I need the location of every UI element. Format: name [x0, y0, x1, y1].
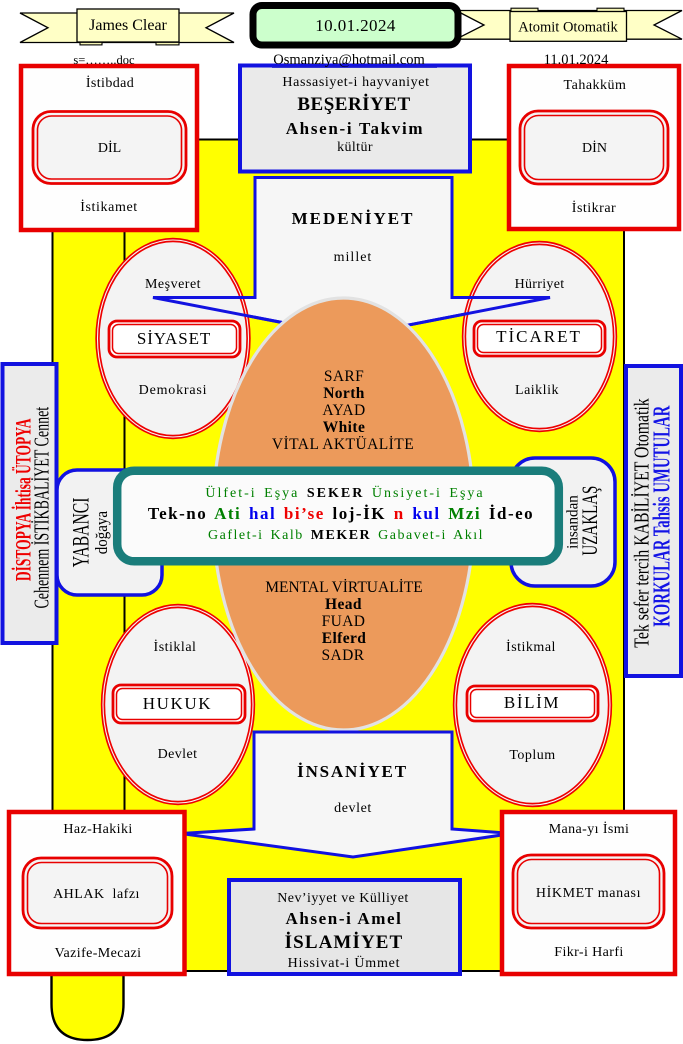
svg-text:millet: millet — [334, 250, 373, 265]
svg-text:MENTAL VİRTUALİTE: MENTAL VİRTUALİTE — [265, 579, 423, 596]
svg-text:AHLAK lafzı: AHLAK lafzı — [53, 887, 140, 902]
svg-text:s=……..doc: s=……..doc — [73, 53, 135, 67]
svg-text:Toplum: Toplum — [509, 748, 555, 763]
svg-text:insandan: insandan — [564, 495, 581, 549]
svg-text:Osmanziya@hotmail.com: Osmanziya@hotmail.com — [273, 52, 425, 68]
svg-text:BEŞERİYET: BEŞERİYET — [297, 94, 410, 115]
svg-text:Hürriyet: Hürriyet — [515, 277, 565, 292]
svg-text:AYAD: AYAD — [322, 402, 365, 419]
svg-text:Head: Head — [325, 596, 362, 613]
svg-text:10.01.2024: 10.01.2024 — [315, 16, 396, 35]
svg-text:Tek-no Ati hal bi’se loj-İK n: Tek-no Ati hal bi’se loj-İK n kul Mzi İd… — [148, 504, 534, 523]
svg-text:doğaya: doğaya — [93, 511, 111, 554]
svg-text:HİKMET manası: HİKMET manası — [536, 885, 641, 901]
svg-text:Haz-Hakiki: Haz-Hakiki — [63, 822, 132, 837]
svg-text:devlet: devlet — [334, 801, 372, 816]
svg-text:Ahsen-i Amel: Ahsen-i Amel — [286, 909, 403, 928]
svg-text:YABANCI: YABANCI — [69, 498, 95, 568]
svg-text:TİCARET: TİCARET — [496, 327, 582, 346]
svg-text:Devlet: Devlet — [158, 747, 198, 762]
svg-text:Demokrasi: Demokrasi — [139, 383, 208, 398]
svg-text:FUAD: FUAD — [322, 613, 366, 630]
svg-text:İSLAMİYET: İSLAMİYET — [285, 932, 404, 953]
svg-text:UZAKLAŞ: UZAKLAŞ — [578, 486, 603, 556]
svg-text:İstikmal: İstikmal — [506, 639, 556, 655]
svg-text:DİN: DİN — [582, 140, 607, 156]
svg-text:Tek sefer tercih KABİLİYET Oto: Tek sefer tercih KABİLİYET Otomatik — [630, 398, 654, 648]
svg-text:MEDENİYET: MEDENİYET — [292, 209, 415, 228]
svg-text:Atomit Otomatik: Atomit Otomatik — [518, 20, 618, 36]
svg-text:Nev’iyyet ve Külliyet: Nev’iyyet ve Külliyet — [277, 891, 409, 906]
svg-text:Cehennem İSTİKBALİYET Cennet: Cehennem İSTİKBALİYET Cennet — [30, 407, 54, 609]
svg-text:kültür: kültür — [337, 140, 373, 155]
svg-text:SİYASET: SİYASET — [137, 329, 211, 348]
svg-text:VİTAL AKTÜALİTE: VİTAL AKTÜALİTE — [272, 436, 414, 453]
svg-text:Laiklik: Laiklik — [515, 383, 559, 398]
svg-text:İstibdad: İstibdad — [86, 75, 134, 91]
svg-text:Tahakküm: Tahakküm — [564, 78, 627, 93]
svg-text:Mana-yı İsmi: Mana-yı İsmi — [549, 821, 630, 837]
svg-text:İNSANİYET: İNSANİYET — [297, 762, 408, 781]
svg-text:İstikrar: İstikrar — [572, 200, 616, 216]
svg-text:DİL: DİL — [98, 140, 121, 156]
svg-text:Fikr-i Harfi: Fikr-i Harfi — [554, 945, 623, 960]
svg-text:Hassasiyet-i hayvaniyet: Hassasiyet-i hayvaniyet — [282, 75, 429, 90]
svg-text:SADR: SADR — [322, 647, 365, 664]
svg-text:James Clear: James Clear — [89, 17, 167, 34]
svg-text:SARF: SARF — [324, 368, 364, 385]
svg-text:İstiklal: İstiklal — [154, 639, 197, 655]
svg-text:HUKUK: HUKUK — [143, 694, 212, 713]
svg-text:KORKULAR Tahsis UMUTULAR: KORKULAR Tahsis UMUTULAR — [649, 405, 675, 626]
svg-text:İstikamet: İstikamet — [80, 199, 138, 215]
svg-text:Hissivat-i Ümmet: Hissivat-i Ümmet — [288, 954, 401, 971]
svg-text:Elferd: Elferd — [322, 630, 367, 647]
svg-text:White: White — [323, 419, 365, 436]
svg-text:DİSTOPYA İhtisa ÜTOPYA: DİSTOPYA İhtisa ÜTOPYA — [11, 418, 35, 581]
svg-text:Ülfet-i Eşya SEKER Ünsiyet-i E: Ülfet-i Eşya SEKER Ünsiyet-i Eşya — [205, 484, 484, 501]
svg-text:Ahsen-i Takvim: Ahsen-i Takvim — [286, 119, 425, 138]
svg-text:Meşveret: Meşveret — [145, 277, 201, 292]
svg-text:11.01.2024: 11.01.2024 — [544, 52, 609, 68]
svg-text:Vazife-Mecazi: Vazife-Mecazi — [55, 946, 142, 961]
svg-text:BİLİM: BİLİM — [504, 693, 560, 712]
svg-text:Gaflet-i Kalb MEKER Gabavet-i: Gaflet-i Kalb MEKER Gabavet-i Akıl — [208, 528, 484, 543]
svg-text:North: North — [323, 385, 365, 402]
